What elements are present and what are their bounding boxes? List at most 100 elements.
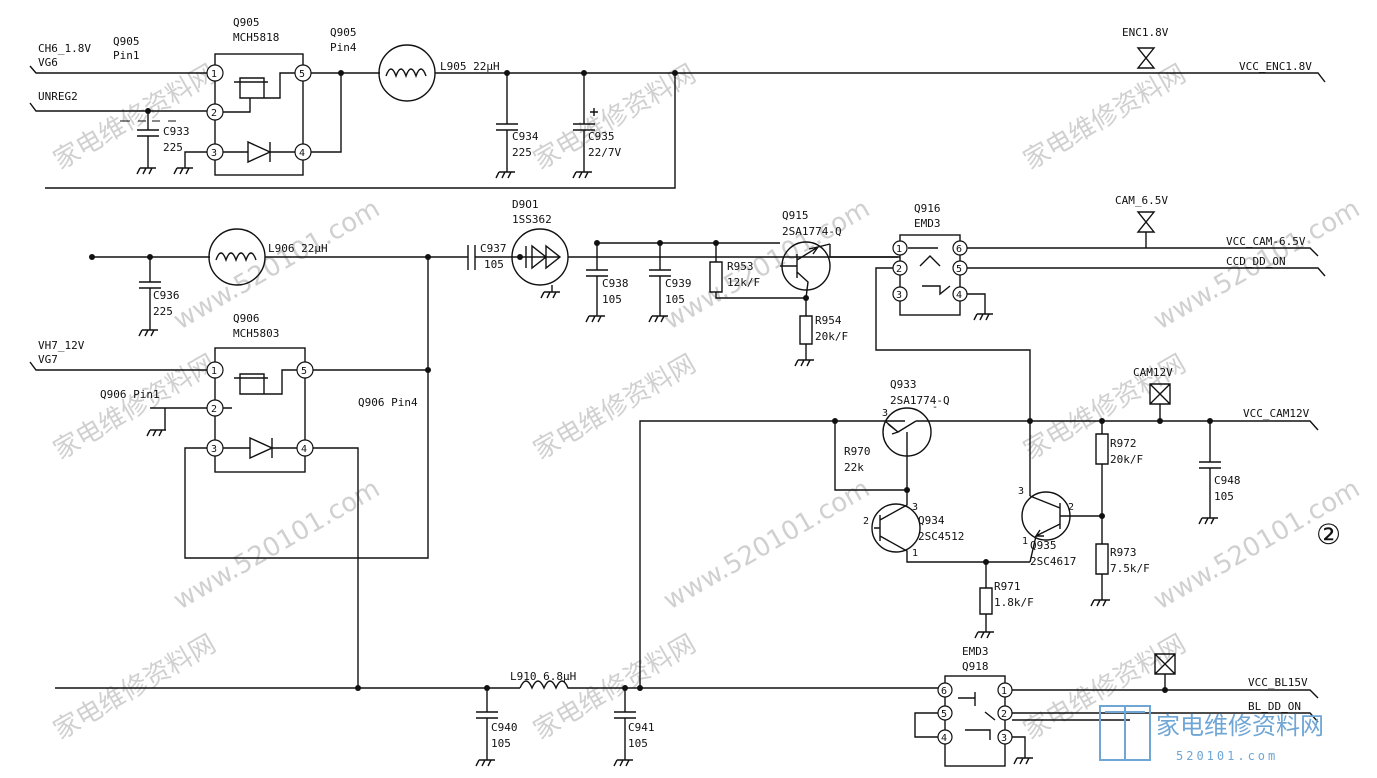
q906-diode: [215, 436, 305, 460]
label-c933-val: 225: [163, 141, 183, 154]
label-c937-val: 105: [484, 258, 504, 271]
label-r954-val: 20k/F: [815, 330, 848, 343]
svg-text:2: 2: [211, 108, 217, 119]
page-marker: ②: [1316, 518, 1341, 551]
label-q906-part: MCH5803: [233, 327, 279, 340]
net-label-vg6: VG6: [38, 56, 58, 69]
svg-text:2: 2: [896, 264, 902, 275]
c935-capacitor: [572, 73, 598, 179]
label-c936-val: 225: [153, 305, 173, 318]
q918-ic-body: [944, 675, 1006, 767]
label-c933: C933: [163, 125, 190, 138]
net-label-bl-dd-on: BL_DD_ON: [1248, 700, 1301, 713]
c938-capacitor: [585, 243, 608, 323]
svg-text:4: 4: [299, 148, 305, 159]
watermark-url: www.520101.com: [169, 194, 386, 336]
net-label-vcc-bl15: VCC_BL15V: [1248, 676, 1308, 689]
label-q934-part: 2SC4512: [918, 530, 964, 543]
c948-capacitor: [1198, 421, 1221, 525]
svg-text:5: 5: [956, 264, 962, 275]
svg-text:3: 3: [896, 290, 902, 301]
watermark-url: www.520101.com: [659, 194, 876, 336]
label-c939-val: 105: [665, 293, 685, 306]
label-q918: EMD3: [962, 645, 989, 658]
label-q916-part: EMD3: [914, 217, 941, 230]
label-q905-pin4-b: Pin4: [330, 41, 357, 54]
logo-text-cn: 家电维修资料网: [1156, 712, 1324, 740]
logo-text-site: 520101.com: [1176, 749, 1278, 763]
label-q905: Q905: [233, 16, 260, 29]
label-l905: L905 22μH: [440, 60, 500, 73]
label-c941-val: 105: [628, 737, 648, 750]
label-r971-val: 1.8k/F: [994, 596, 1034, 609]
label-q916: Q916: [914, 202, 941, 215]
svg-text:6: 6: [956, 244, 962, 255]
testpoint-bl15-icon: [1154, 653, 1176, 675]
section-cam-12v: Q933 2SA1774-Q 3 - VCC_CAM12V R970 22k 2…: [639, 366, 1341, 688]
c936-capacitor: [138, 257, 161, 337]
svg-text:1: 1: [211, 366, 217, 377]
watermark-cn: 家电维修资料网: [49, 59, 222, 176]
label-r970: R970: [844, 445, 871, 458]
c939-capacitor: [597, 242, 716, 323]
section-cam-6v5: C936 225 L906 22μH C937 105 D9O1 1SS362 …: [29, 194, 1326, 688]
net-label-ch6: CH6_1.8V: [38, 42, 91, 55]
net-label-vh7: VH7_12V: [38, 339, 85, 352]
testpoint-cam65-icon: [1136, 211, 1156, 233]
site-logo: 家电维修资料网 520101.com: [1099, 705, 1324, 763]
label-q905-pin1-b: Pin1: [113, 49, 140, 62]
section-bl-15v: C940 105 L910 6.8μH C941 105 EMD3 Q918 6…: [55, 645, 1319, 767]
svg-text:5: 5: [941, 709, 947, 720]
r954-resistor: [794, 298, 814, 367]
label-q915-part: 2SA1774-Q: [782, 225, 842, 238]
svg-text:1: 1: [1001, 686, 1007, 697]
svg-text:5: 5: [299, 69, 305, 80]
q934-transistor: [871, 503, 921, 553]
section-enc-1v8: CH6_1.8V VG6 UNREG2 Q905 Pin1 C933 225 Q…: [29, 16, 1326, 189]
label-r971: R971: [994, 580, 1021, 593]
svg-text:3: 3: [912, 502, 918, 513]
label-q905-pin1: Q905: [113, 35, 140, 48]
net-label-vg7: VG7: [38, 353, 58, 366]
label-c941: C941: [628, 721, 655, 734]
label-c938-val: 105: [602, 293, 622, 306]
svg-text:4: 4: [301, 444, 307, 455]
label-r973-val: 7.5k/F: [1110, 562, 1150, 575]
c940-capacitor: [475, 688, 498, 767]
svg-text:5: 5: [301, 366, 307, 377]
c934-capacitor: [495, 73, 518, 179]
label-q915: Q915: [782, 209, 809, 222]
wire-q905-out: [311, 72, 380, 153]
label-c934-val: 225: [512, 146, 532, 159]
testpoint-cam12-label: CAM12V: [1133, 366, 1173, 379]
c933-capacitor: [136, 111, 159, 175]
label-d901: D9O1: [512, 198, 539, 211]
label-r970-val: 22k: [844, 461, 864, 474]
svg-text:3: 3: [211, 444, 217, 455]
label-c938: C938: [602, 277, 629, 290]
label-q906-pin1: Q906 Pin1: [100, 388, 160, 401]
wire-unreg2: [29, 102, 215, 112]
wire-enc-return: [45, 73, 676, 189]
svg-text:2: 2: [863, 516, 869, 527]
svg-text:2: 2: [1068, 502, 1074, 513]
label-r953: R953: [727, 260, 754, 273]
label-q906: Q906: [233, 312, 260, 325]
l910-inductor: [519, 680, 940, 690]
watermark-url: www.520101.com: [169, 474, 386, 616]
label-c940-val: 105: [491, 737, 511, 750]
r953-resistor: [709, 242, 806, 299]
label-q935-part: 2SC4617: [1030, 555, 1076, 568]
testpoint-enc-label: ENC1.8V: [1122, 26, 1169, 39]
q916-ic-body: [899, 234, 961, 316]
label-q935: Q935: [1030, 539, 1057, 552]
label-c936: C936: [153, 289, 180, 302]
label-c937: C937: [480, 242, 507, 255]
label-q934: Q934: [918, 514, 945, 527]
label-q933: Q933: [890, 378, 917, 391]
svg-text:-: -: [932, 402, 938, 413]
label-q918-part: Q918: [962, 660, 989, 673]
r971-resistor: [974, 562, 994, 639]
svg-text:2: 2: [1001, 709, 1007, 720]
label-l906: L906 22μH: [268, 242, 328, 255]
